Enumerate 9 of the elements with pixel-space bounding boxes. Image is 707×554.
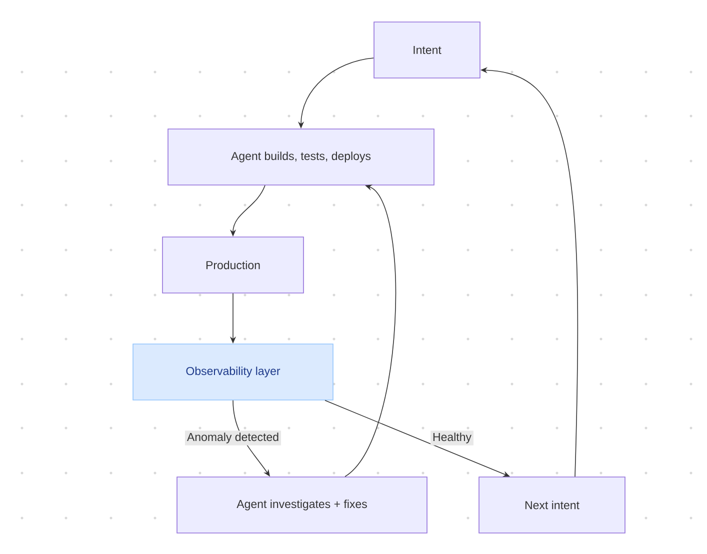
process-box: Intent: [374, 22, 480, 78]
edge-label: Anomaly detected: [184, 430, 282, 446]
process-box: Agent investigates + fixes: [176, 476, 428, 534]
process-box: Agent builds, tests, deploys: [168, 128, 434, 186]
process-box: Observability layer: [132, 344, 334, 400]
edge-label: Healthy: [430, 430, 474, 446]
process-box: Next intent: [478, 476, 626, 534]
arrow: [344, 184, 396, 477]
process-box: Production: [162, 236, 304, 294]
